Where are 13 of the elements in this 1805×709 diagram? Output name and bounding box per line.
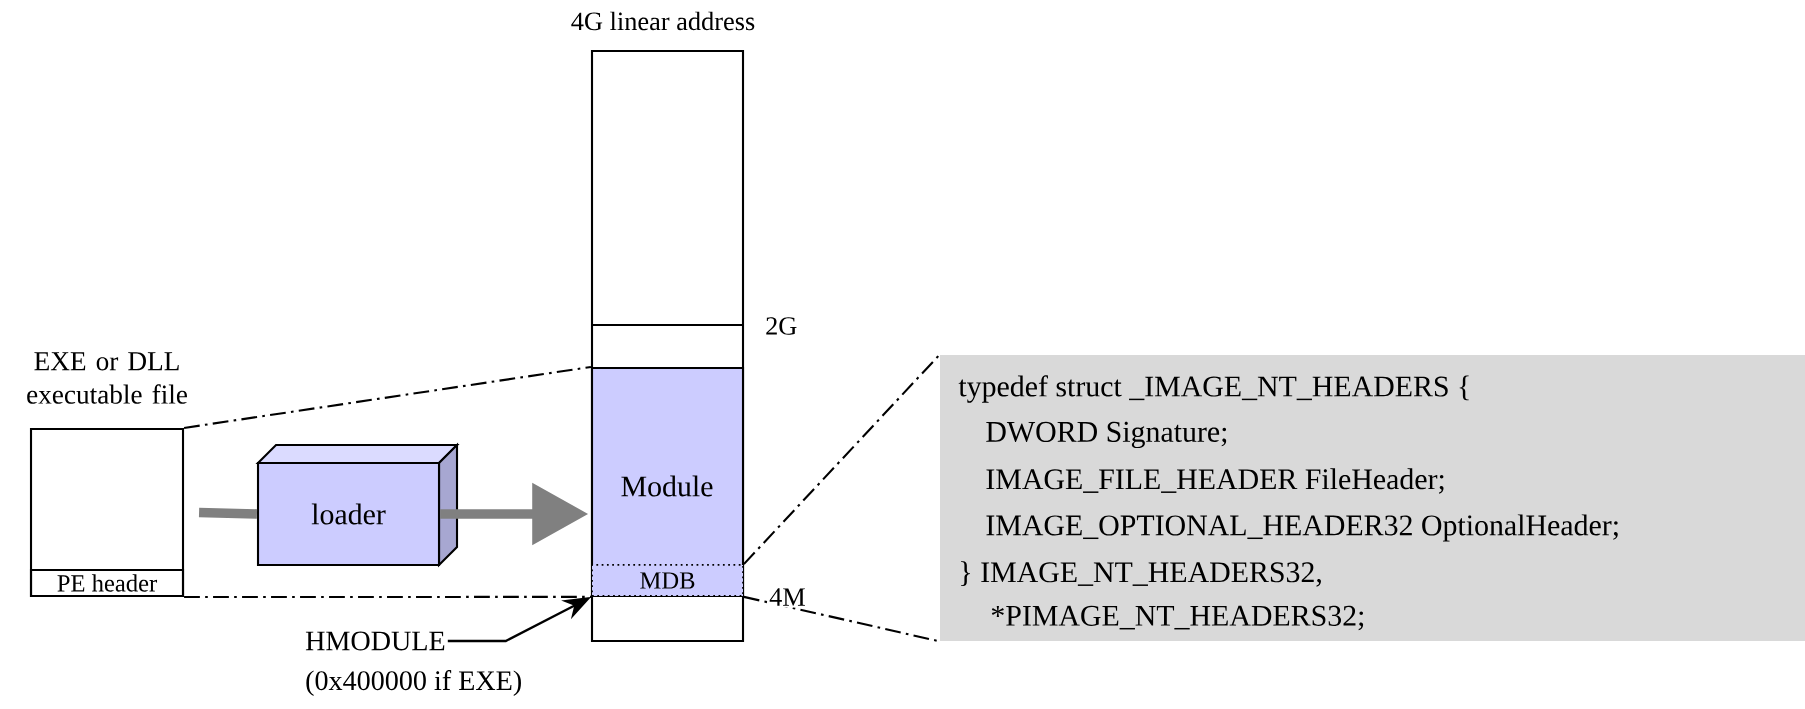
connector-line	[198, 507, 258, 519]
projection-line	[743, 595, 940, 643]
address-mark: 2G	[763, 315, 800, 337]
address-mark: 4M	[767, 586, 808, 608]
projection-line	[183, 365, 592, 429]
mdb-region: MDB	[591, 564, 744, 597]
header-box: PE header	[29, 568, 185, 598]
code-panel: typedef struct _IMAGE_NT_HEADERS { DWORD Signature; IMAGE_FILE_HEADER FileHeader; IMAGE_OPTIONAL_HEADER32 OptionalHeader; } IMAGE_NT_HEADERS32, *PIMAGE_NT_HEADERS32;	[940, 355, 1805, 641]
projection-line	[743, 353, 941, 565]
column-heading: 4G linear address	[571, 11, 755, 31]
projection-line	[184, 595, 592, 599]
address-note: HMODULE (0x400000 if EXE)	[305, 631, 521, 696]
file-caption: EXE or DLL executable file	[27, 352, 187, 404]
